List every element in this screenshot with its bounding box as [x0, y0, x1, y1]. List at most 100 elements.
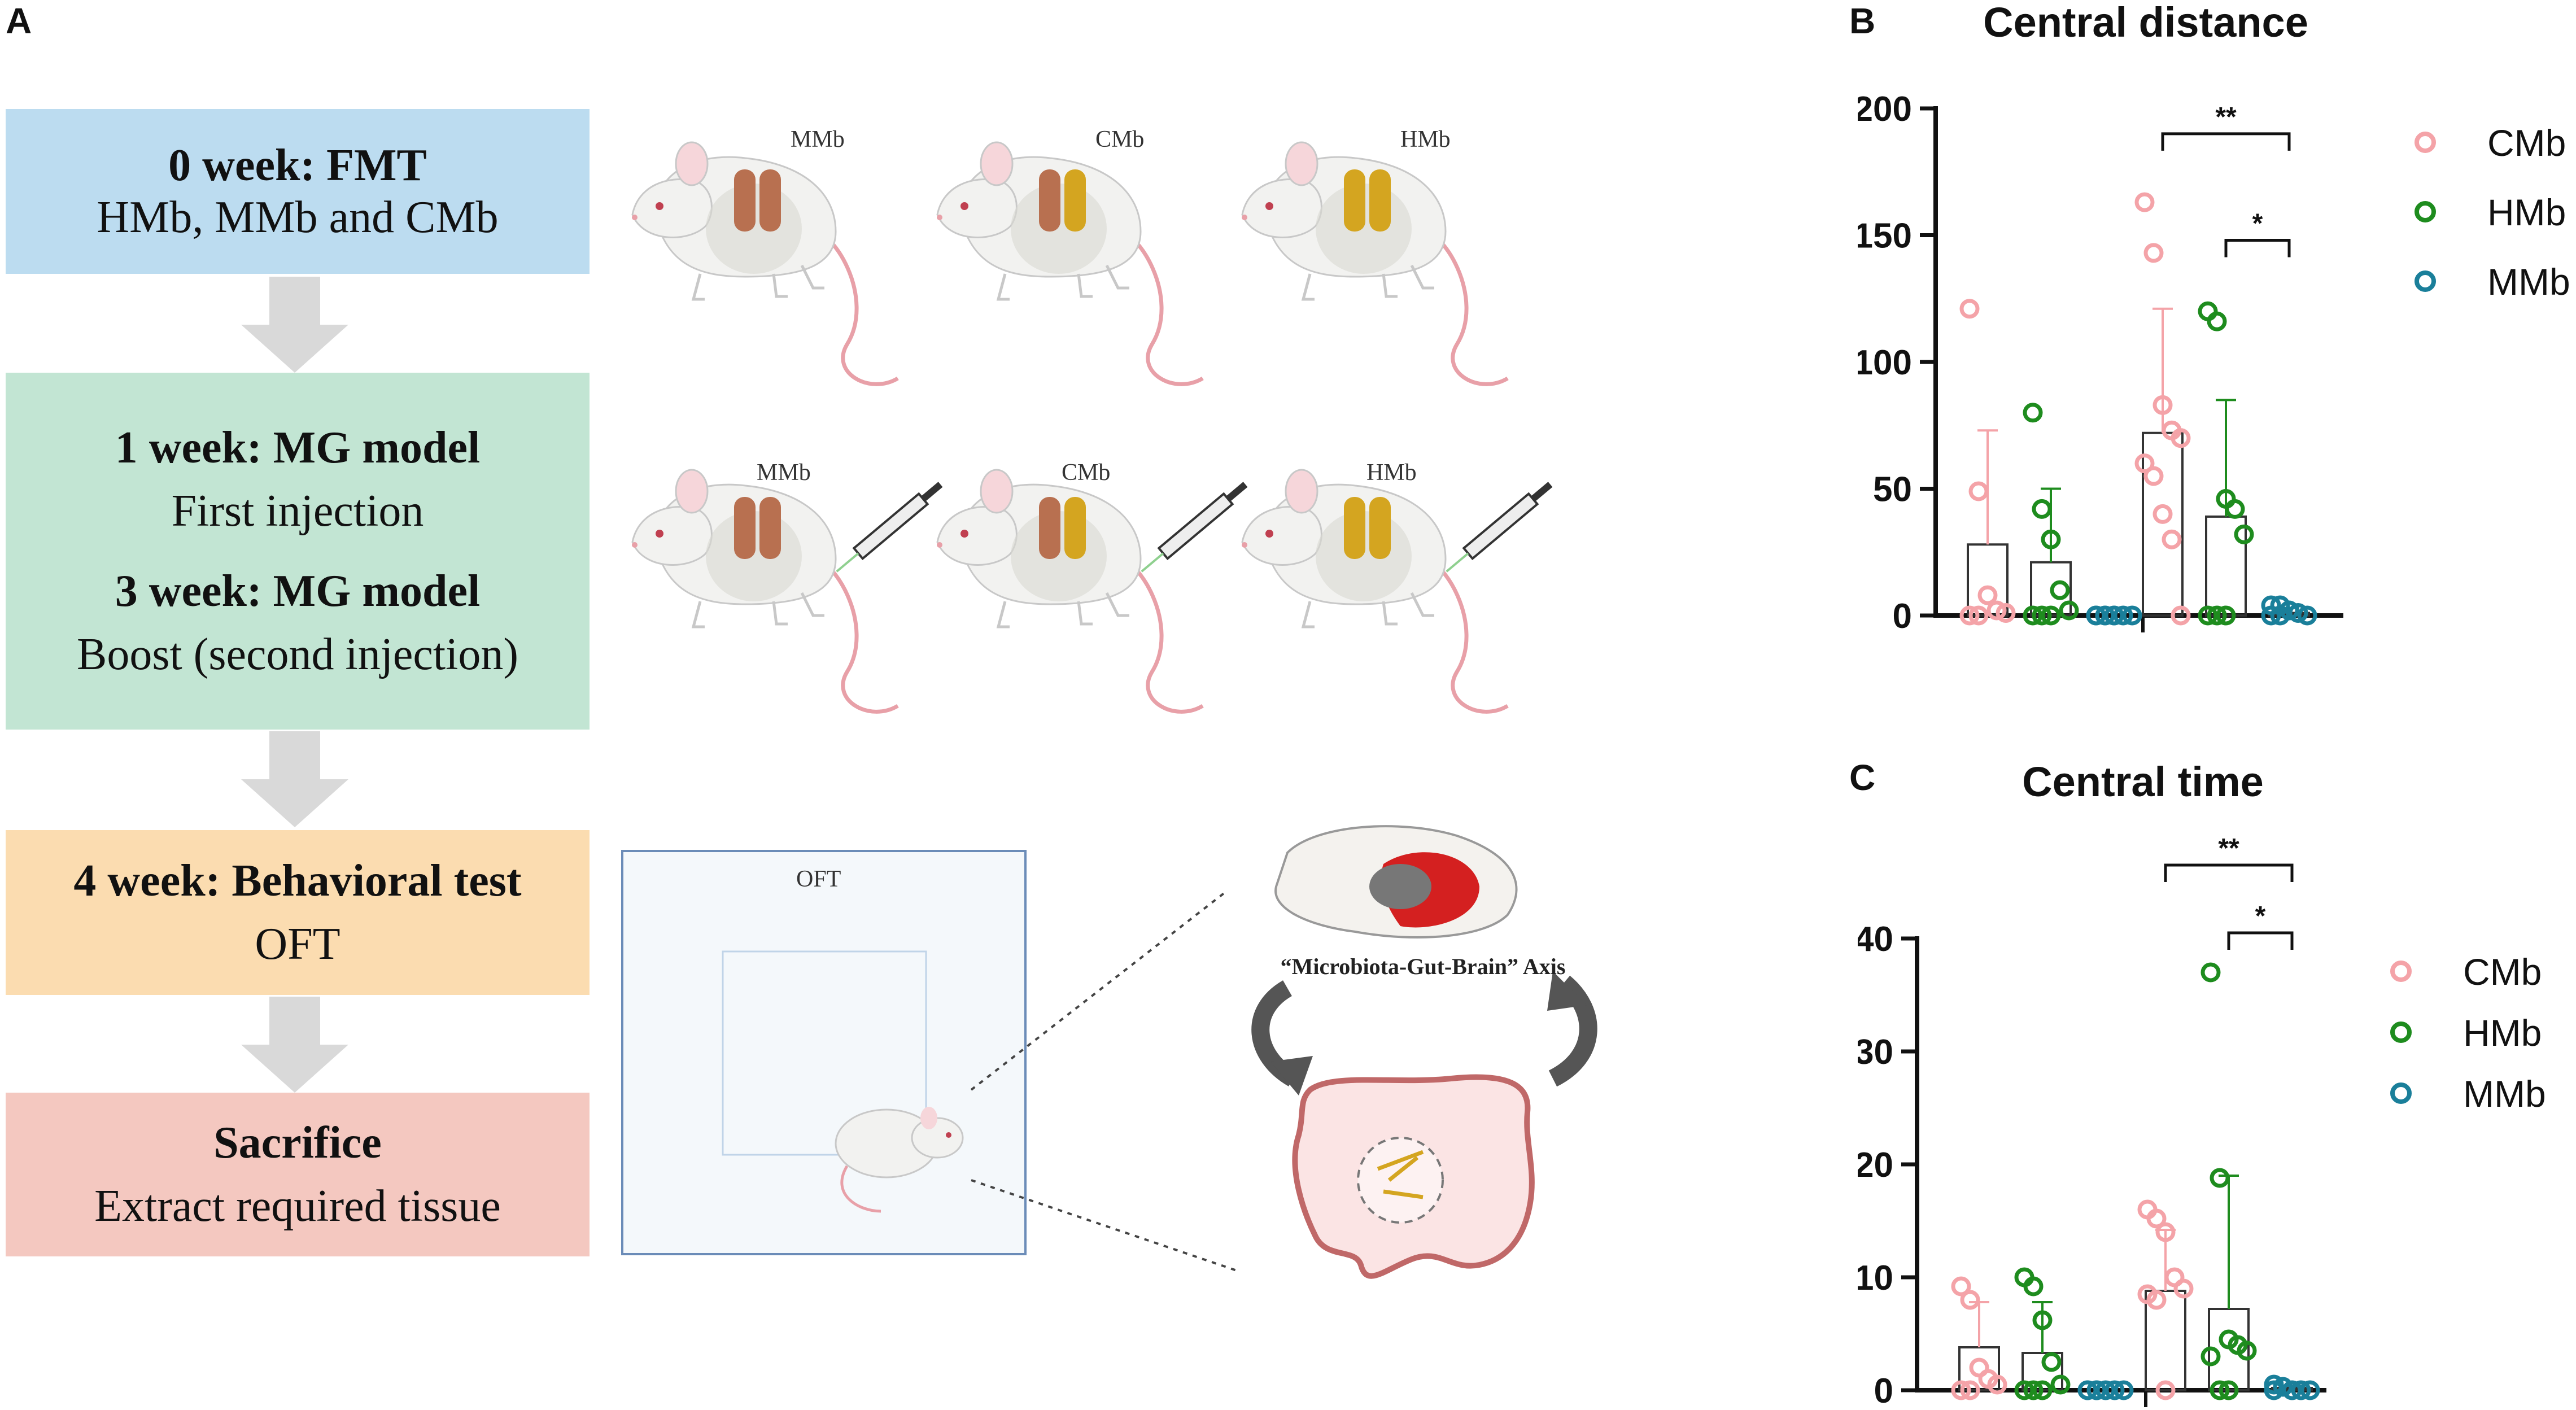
step-behavioral-test: 4 week: Behavioral test OFT: [6, 830, 590, 995]
panel-letter-a: A: [6, 1, 32, 41]
data-point: [2264, 1380, 2284, 1400]
data-point: [1987, 1374, 2007, 1395]
data-point: [2200, 1346, 2221, 1367]
y-tick-label: 10: [1858, 1259, 1893, 1298]
chart-title: Central distance: [1983, 0, 2308, 46]
gut-icon: [1292, 1074, 1535, 1279]
significance-label: *: [2255, 901, 2266, 931]
mouse-label-row1-3: HMb: [1400, 126, 1451, 152]
y-tick-label: 200: [1858, 90, 1912, 129]
step-sacrifice: Sacrifice Extract required tissue: [6, 1093, 590, 1256]
data-point: [2153, 504, 2173, 524]
data-point: [2288, 603, 2308, 623]
data-point: [2162, 529, 2182, 549]
y-tick-label: 150: [1858, 217, 1912, 256]
data-point: [2297, 605, 2317, 626]
data-point: [2198, 301, 2218, 321]
data-point: [1960, 1290, 1980, 1310]
data-point: [2146, 1290, 2167, 1310]
data-point: [2134, 192, 2155, 212]
brain-icon: [1274, 825, 1518, 938]
pellet-row1-2: [1039, 169, 1086, 232]
mouse-label-row2-2: CMb: [1062, 460, 1110, 486]
mouse-label-row1-2: CMb: [1095, 126, 1144, 152]
data-point: [2105, 1380, 2125, 1400]
data-point: [2273, 1377, 2293, 1397]
data-point: [1960, 1380, 1980, 1400]
data-point: [2050, 580, 2070, 600]
data-point: [2023, 403, 2043, 423]
significance-bracket: [2161, 132, 2291, 151]
data-point: [2200, 962, 2221, 983]
significance-label: **: [2218, 833, 2239, 863]
data-point: [2155, 1380, 2176, 1400]
data-point: [2023, 1380, 2044, 1400]
mouse-in-arena-icon: [835, 1107, 964, 1213]
significance-label: *: [2252, 208, 2263, 238]
data-point: [2041, 1352, 2062, 1372]
syringe-icon: [836, 482, 1553, 573]
legend-label: MMb: [2463, 1073, 2546, 1115]
data-point: [1986, 600, 2007, 621]
data-point: [2234, 524, 2254, 544]
mice-illustrations: MMb CMb HMb MMb CMb HMb: [610, 126, 1553, 796]
mouse-label-row2-3: HMb: [1366, 460, 1417, 486]
step-mg-text-2: Boost (second injection): [76, 630, 519, 679]
zoom-lines: [970, 891, 1237, 1272]
data-point: [2122, 605, 2142, 626]
data-point: [2134, 453, 2155, 474]
data-point: [2270, 605, 2290, 626]
data-point: [2291, 1380, 2311, 1400]
y-tick-label: 0: [1893, 597, 1912, 636]
data-point: [2113, 605, 2133, 626]
step-behavioral-text: OFT: [255, 919, 340, 969]
y-tick-label: 50: [1873, 470, 1912, 509]
data-point: [2237, 1341, 2257, 1361]
step-mg-title-1: 1 week: MG model: [115, 423, 481, 473]
down-arrow-2: [241, 731, 348, 827]
significance-bracket: [2227, 931, 2294, 950]
data-point: [1968, 605, 1989, 626]
data-point: [1996, 603, 2016, 623]
significance-bracket: [2224, 238, 2291, 257]
legend-marker: [2390, 1082, 2412, 1104]
axis-label: “Microbiota-Gut-Brain” Axis: [1281, 954, 1566, 979]
step-fmt-text: HMb, MMb and CMb: [97, 193, 499, 242]
data-point: [2095, 1380, 2116, 1400]
pellet-row2-3: [1344, 497, 1391, 559]
data-point: [2207, 311, 2227, 331]
pellet-row2-1: [734, 497, 781, 559]
data-point: [2300, 1380, 2320, 1400]
step-mg-text-1: First injection: [171, 486, 424, 536]
data-point: [1959, 299, 1980, 319]
data-point: [2041, 605, 2061, 626]
y-tick-label: 0: [1874, 1372, 1893, 1410]
data-point: [1959, 605, 1980, 626]
data-point: [2086, 605, 2106, 626]
pellet-row1-1: [734, 169, 781, 232]
legend-label: HMb: [2487, 191, 2566, 233]
data-point: [2032, 1380, 2053, 1400]
legend-label: CMb: [2487, 122, 2566, 164]
data-point: [2077, 1380, 2098, 1400]
legend-label: MMb: [2487, 261, 2570, 303]
data-point: [2210, 1380, 2230, 1400]
bar: [2142, 431, 2184, 617]
data-point: [2171, 605, 2191, 626]
data-point: [2143, 243, 2164, 263]
data-point: [2095, 605, 2115, 626]
panel-letter-b: B: [1849, 1, 1876, 41]
data-point: [2014, 1380, 2034, 1400]
data-point: [2155, 1222, 2176, 1242]
data-point: [2041, 529, 2061, 549]
down-arrow-3: [241, 997, 348, 1093]
pellet-row1-3: [1344, 169, 1391, 232]
data-point: [2261, 605, 2281, 626]
y-tick-label: 30: [1858, 1033, 1893, 1072]
data-point: [2282, 1380, 2302, 1400]
oft-label: OFT: [796, 866, 841, 892]
data-point: [2059, 600, 2079, 621]
chart-title: Central time: [2022, 758, 2264, 805]
data-point: [2207, 605, 2227, 626]
